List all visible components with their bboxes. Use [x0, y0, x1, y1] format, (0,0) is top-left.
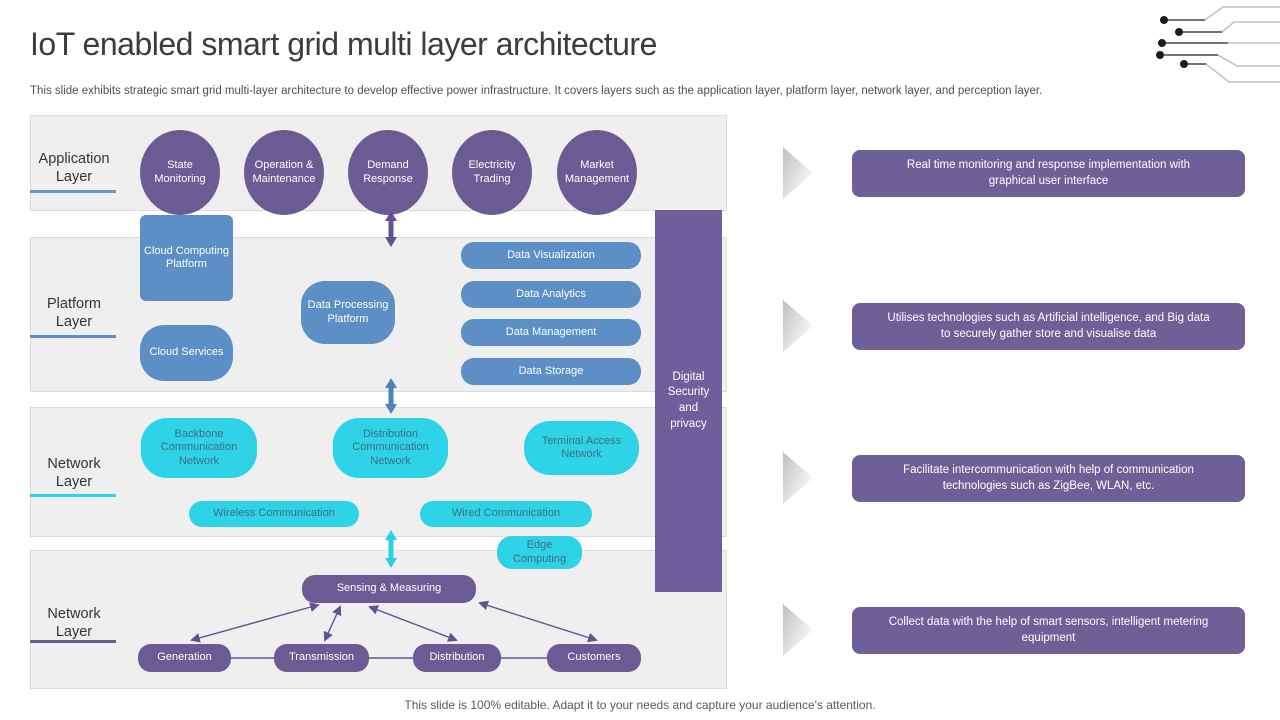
node-data-analytics: Data Analytics: [461, 281, 641, 308]
node-data-management: Data Management: [461, 319, 641, 346]
chevron-right-icon: [783, 300, 813, 352]
slide-subtitle: This slide exhibits strategic smart grid…: [30, 85, 1043, 97]
double-arrow-app-platform-icon: [385, 211, 397, 247]
double-arrow-platform-network-icon: [385, 378, 397, 414]
node-terminal-access-network: Terminal Access Network: [524, 421, 639, 475]
circuit-lines-icon: [1156, 6, 1280, 83]
node-distribution: Distribution: [413, 644, 501, 672]
node-operation-maintenance: Operation & Maintenance: [244, 130, 324, 215]
node-wireless-communication: Wireless Communication: [189, 501, 359, 527]
callout-platform: Utilises technologies such as Artificial…: [852, 303, 1245, 350]
perception-layer-underline: [30, 640, 116, 643]
platform-layer-underline: [30, 335, 116, 338]
node-data-visualization: Data Visualization: [461, 242, 641, 269]
node-backbone-communication-network: Backbone Communication Network: [141, 418, 257, 478]
slide-footer-note: This slide is 100% editable. Adapt it to…: [404, 698, 876, 712]
node-customers: Customers: [547, 644, 641, 672]
perception-layer-label: Network Layer: [47, 606, 101, 641]
chevron-right-icon: [783, 452, 813, 504]
node-market-management: Market Management: [557, 130, 637, 215]
node-sensing-measuring: Sensing & Measuring: [302, 575, 476, 603]
node-generation: Generation: [138, 644, 231, 672]
callout-application: Real time monitoring and response implem…: [852, 150, 1245, 197]
callout-perception: Collect data with the help of smart sens…: [852, 607, 1245, 654]
chevron-right-icon: [783, 604, 813, 656]
digital-security-bar: Digital Security and privacy: [655, 210, 722, 592]
application-layer-underline: [30, 190, 116, 193]
platform-layer-label: Platform Layer: [47, 296, 101, 331]
network-layer-underline: [30, 494, 116, 497]
node-state-monitoring: State Monitoring: [140, 130, 220, 215]
double-arrow-network-perception-icon: [385, 530, 397, 568]
node-electricity-trading: Electricity Trading: [452, 130, 532, 215]
node-wired-communication: Wired Communication: [420, 501, 592, 527]
page-title: IoT enabled smart grid multi layer archi…: [30, 26, 657, 62]
node-data-storage: Data Storage: [461, 358, 641, 385]
node-transmission: Transmission: [274, 644, 369, 672]
node-demand-response: Demand Response: [348, 130, 428, 215]
node-distribution-communication-network: Distribution Communication Network: [333, 418, 448, 478]
application-layer-label: Application Layer: [38, 151, 110, 186]
callout-network: Facilitate intercommunication with help …: [852, 455, 1245, 502]
node-edge-computing: Edge Computing: [497, 536, 582, 569]
node-cloud-computing-platform: Cloud Computing Platform: [140, 215, 233, 301]
node-data-processing-platform: Data Processing Platform: [301, 281, 395, 344]
network-layer-label: Network Layer: [47, 456, 101, 491]
chevron-right-icon: [783, 147, 813, 199]
node-cloud-services: Cloud Services: [140, 325, 233, 381]
